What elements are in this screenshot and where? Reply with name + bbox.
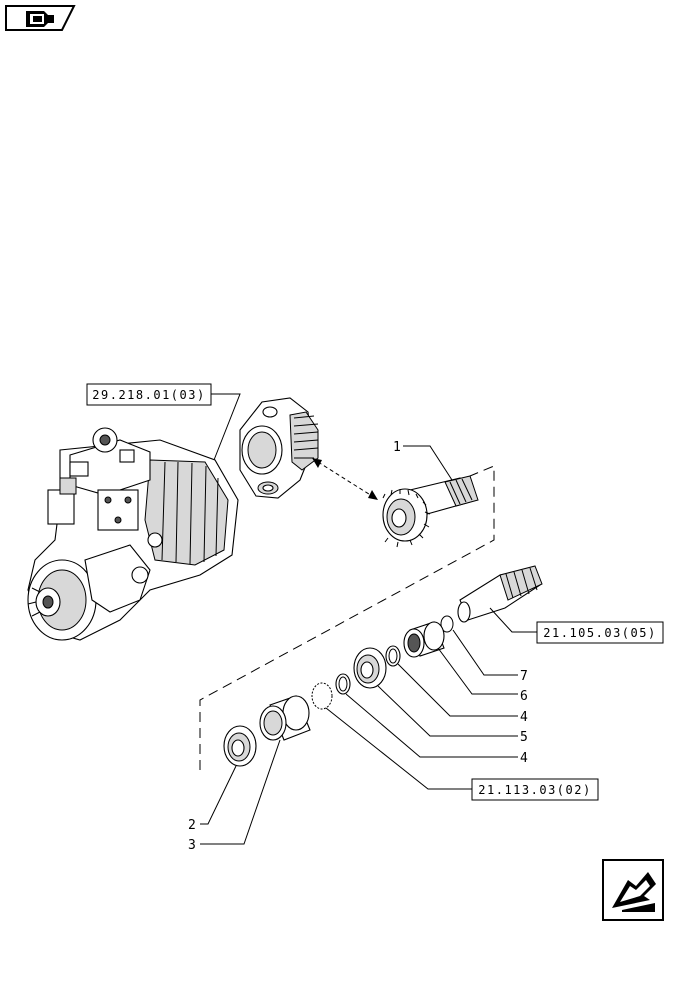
callout-6: 6: [520, 689, 528, 704]
callout-7: 7: [520, 669, 528, 684]
exploded-view-boundary: [199, 465, 495, 770]
bushing-part-3: [259, 695, 311, 741]
hydraulic-motor-assembly: [27, 427, 239, 641]
ring-part-4-lower: [335, 673, 351, 695]
bearing-part-2: [223, 725, 257, 767]
leader-4-upper: [397, 663, 518, 717]
leader-5: [377, 685, 518, 737]
leader-2: [200, 765, 237, 825]
ref-box-21-113[interactable]: 21.113.03(02): [471, 778, 599, 801]
ref-text-21-113: 21.113.03(02): [478, 783, 591, 797]
leader-21-113: [325, 707, 472, 790]
leader-7: [452, 629, 518, 676]
sleeve-part-6: [403, 621, 445, 658]
circlip-part-7: [440, 615, 454, 633]
callout-4-lower: 4: [520, 751, 528, 766]
leader-3: [200, 739, 281, 845]
ring-part-4-upper: [385, 645, 401, 667]
shim-washer: [311, 682, 333, 710]
ref-box-29-218[interactable]: 29.218.01(03): [86, 383, 212, 406]
callout-5: 5: [520, 730, 528, 745]
adapter-flange: [239, 397, 319, 499]
leader-21-105: [489, 607, 537, 633]
callout-1: 1: [393, 440, 401, 455]
ref-box-21-105[interactable]: 21.105.03(05): [536, 621, 664, 644]
ref-text-21-105: 21.105.03(05): [543, 626, 656, 640]
callout-2: 2: [188, 818, 196, 833]
callout-3: 3: [188, 838, 196, 853]
leader-1: [403, 445, 453, 481]
leader-29-218: [211, 393, 241, 461]
ref-text-29-218: 29.218.01(03): [92, 388, 205, 402]
splined-shaft: [457, 565, 543, 623]
bearing-part-5: [353, 647, 387, 689]
leader-6: [437, 647, 518, 695]
previous-page-icon[interactable]: [5, 5, 76, 31]
gear-shaft-part-1: [382, 475, 479, 548]
leader-4-lower: [345, 693, 518, 758]
callout-4-upper: 4: [520, 710, 528, 725]
next-page-icon[interactable]: [602, 859, 664, 921]
assembly-direction-arrow: [312, 458, 378, 500]
